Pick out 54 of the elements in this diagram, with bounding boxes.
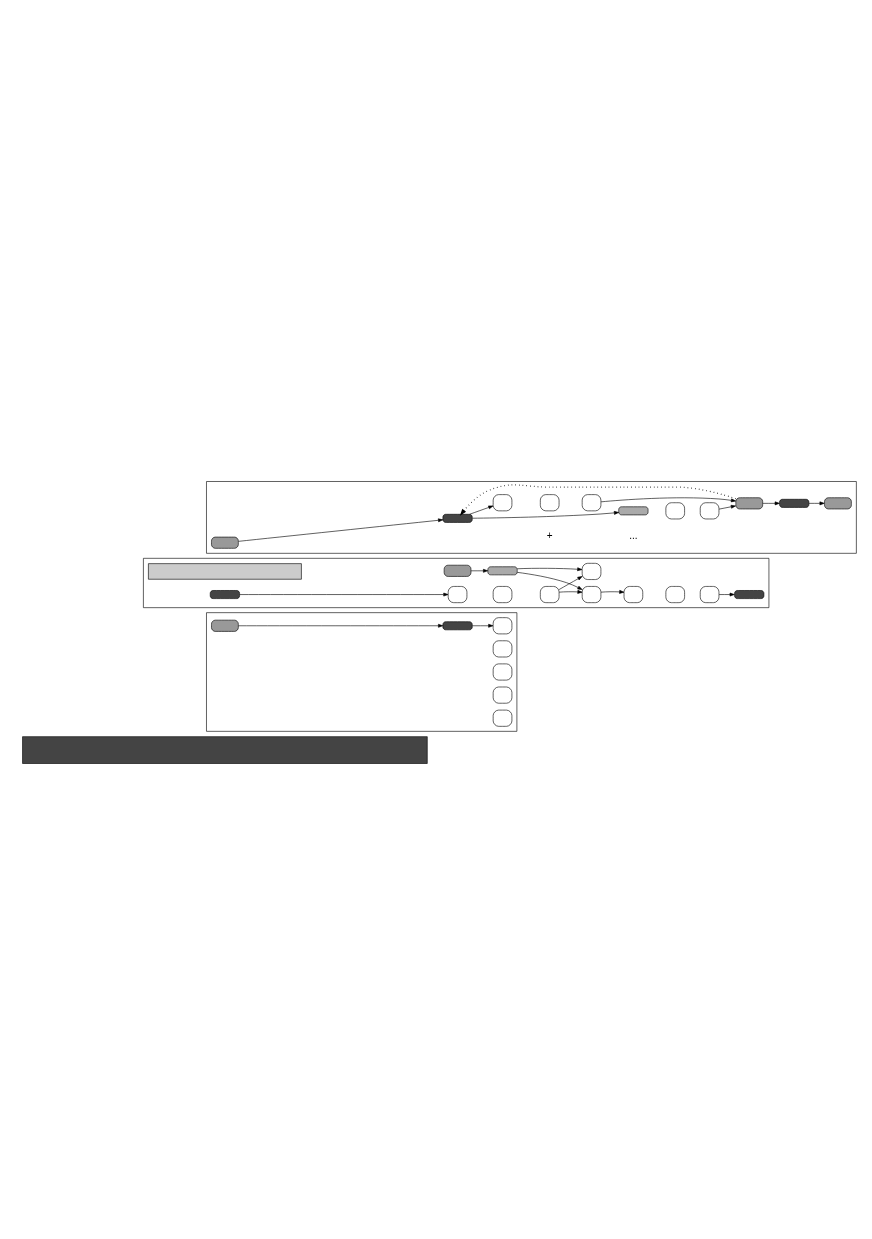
arrow — [558, 589, 583, 594]
node-button — [442, 513, 473, 523]
arrow — [516, 566, 583, 571]
node-key — [665, 501, 685, 519]
node-key — [492, 616, 513, 634]
node-phone — [211, 619, 239, 632]
node-phone — [824, 496, 852, 509]
node-band — [22, 735, 428, 764]
node-bar — [618, 506, 649, 515]
node-key — [699, 501, 720, 519]
arrow — [558, 575, 583, 590]
arrow — [469, 505, 494, 515]
node-key — [699, 585, 720, 603]
node-key — [492, 585, 513, 603]
node-phone — [735, 496, 763, 509]
arrow — [238, 517, 444, 542]
node-key — [623, 585, 644, 603]
arrow — [517, 571, 583, 590]
arrow — [459, 483, 737, 516]
node-key — [665, 585, 685, 603]
arrow — [470, 568, 489, 573]
node-key — [540, 585, 560, 603]
arrow — [762, 501, 780, 505]
arrow — [238, 623, 444, 628]
label: + — [546, 529, 553, 541]
node-key — [492, 493, 513, 511]
node-bar — [487, 565, 518, 575]
node-key — [540, 493, 560, 511]
node-key — [581, 493, 602, 511]
label: ... — [629, 529, 638, 541]
arrow — [600, 497, 736, 502]
arrow — [808, 501, 825, 505]
node-button — [779, 498, 810, 508]
node-key — [492, 639, 513, 657]
node-button — [209, 589, 240, 599]
node-phone — [443, 564, 472, 577]
arrow — [472, 510, 619, 519]
cluster — [206, 611, 518, 732]
node-key — [581, 585, 602, 603]
arrow — [718, 592, 735, 596]
node-key — [492, 686, 513, 704]
node-button — [442, 620, 473, 630]
node-key — [447, 585, 468, 603]
node-key — [581, 562, 602, 580]
node-key — [492, 709, 513, 727]
node-key — [492, 663, 513, 680]
node-tab — [148, 562, 302, 580]
cluster — [143, 557, 770, 608]
arrow — [600, 589, 625, 594]
arrow — [239, 592, 449, 596]
arrow — [471, 623, 494, 628]
node-phone — [211, 536, 239, 549]
arrow — [718, 504, 736, 509]
node-button — [734, 589, 765, 599]
